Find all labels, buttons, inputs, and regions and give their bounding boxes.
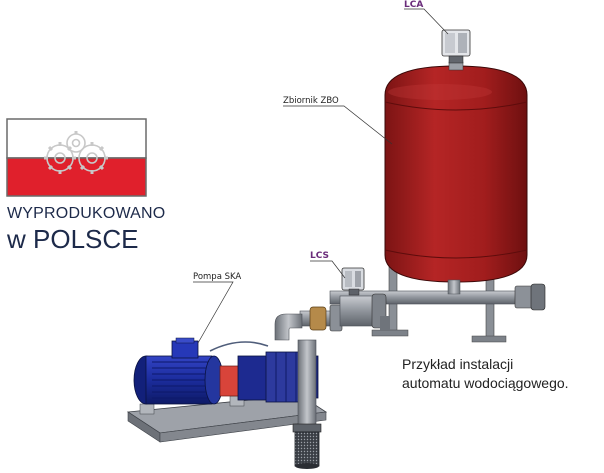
flag-red [6,157,147,197]
badge-line-2: w POLSCE [7,224,139,254]
pump-base [126,394,328,443]
caption-line-2: automatu wodociągowego. [402,375,569,391]
suction-pipe [292,339,322,469]
lcs-label: LCS [310,251,329,261]
tank-zbo [384,61,528,283]
badge-line-1: WYPRODUKOWANO [7,205,166,222]
pump-motor [133,337,224,405]
pump-label: Pompa SKA [193,272,242,282]
lcs-pressure-switch [341,267,365,296]
made-in-poland-badge [6,118,147,197]
tank-label: Zbiornik ZBO [283,96,339,106]
gears-icon [44,131,108,174]
caption-line-1: Przykład instalacji [402,356,514,372]
leader-lines [193,8,449,344]
caption: Przykład instalacji automatu wodociągowe… [402,355,569,393]
lca-label: LCA [404,0,424,10]
lca-pressure-switch [441,29,471,64]
check-valve-assembly [274,293,390,341]
